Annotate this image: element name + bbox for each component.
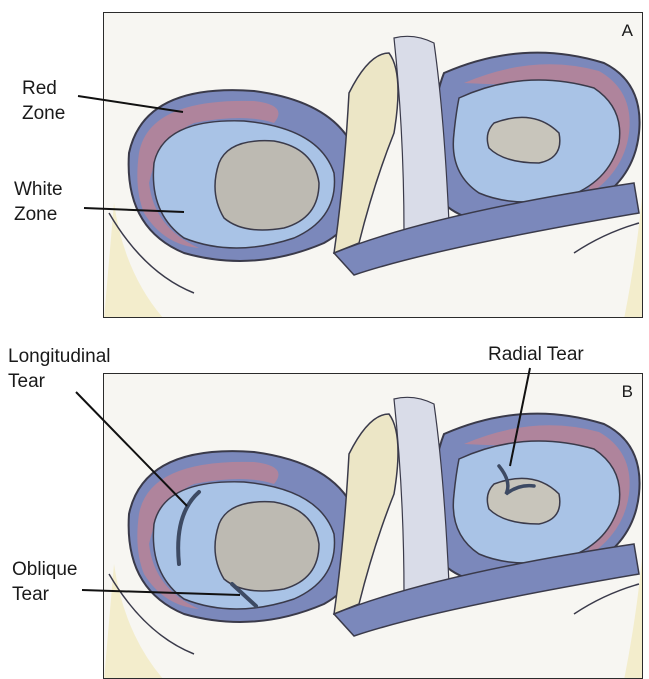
label-red-zone-line2: Zone: [22, 101, 65, 126]
leader-radial-tear: [510, 368, 530, 466]
label-longitudinal-tear: Longitudinal Tear: [8, 344, 110, 394]
label-oblique-tear-line1: Oblique: [12, 557, 78, 582]
label-red-zone-line1: Red: [22, 76, 65, 101]
label-longitudinal-tear-line2: Tear: [8, 369, 110, 394]
label-red-zone: Red Zone: [22, 76, 65, 126]
label-white-zone-line1: White: [14, 177, 63, 202]
leader-oblique-tear: [82, 590, 240, 595]
label-white-zone-line2: Zone: [14, 202, 63, 227]
label-oblique-tear: Oblique Tear: [12, 557, 78, 607]
leader-red-zone: [78, 96, 183, 112]
label-longitudinal-tear-line1: Longitudinal: [8, 344, 110, 369]
label-radial-tear-line1: Radial Tear: [488, 342, 584, 367]
label-oblique-tear-line2: Tear: [12, 582, 78, 607]
leader-white-zone: [84, 208, 184, 212]
label-white-zone: White Zone: [14, 177, 63, 227]
label-radial-tear: Radial Tear: [488, 342, 584, 367]
leader-longitudinal-tear: [76, 392, 187, 506]
